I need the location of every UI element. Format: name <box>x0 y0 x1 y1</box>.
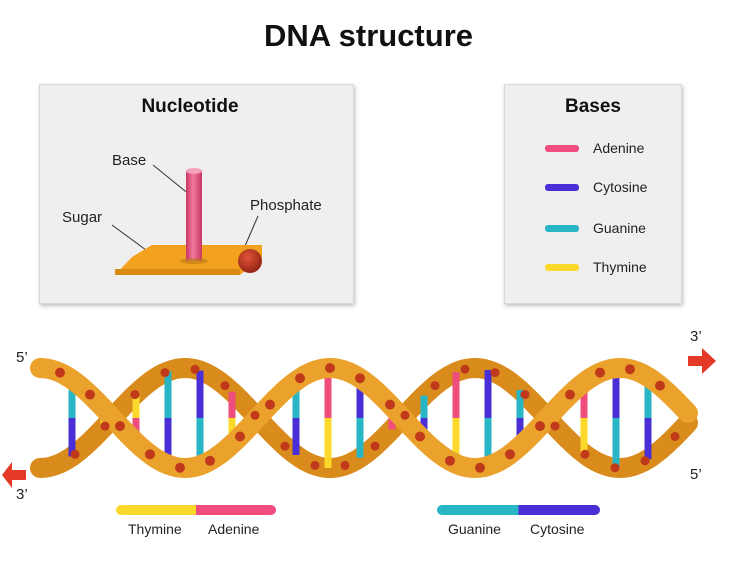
phosphate-dot <box>520 390 530 400</box>
phosphate-dot <box>280 441 290 451</box>
phosphate-dot <box>610 463 620 473</box>
phosphate-dot <box>220 381 230 391</box>
base-pointer-line <box>152 164 191 196</box>
phosphate-dot <box>460 364 470 374</box>
nucleotide-panel: Nucleotide Base Sugar Phosphate <box>39 84 354 304</box>
base-cylinder-top <box>186 168 202 174</box>
phosphate-dot <box>415 431 425 442</box>
bases-title: Bases <box>565 96 621 117</box>
phosphate-dot <box>550 421 560 431</box>
arrow-right-icon <box>688 348 716 374</box>
guanine-cytosine-bar <box>437 505 600 515</box>
pair-left-label: Thymine <box>128 521 182 537</box>
base-cylinder-shadow <box>180 258 208 264</box>
nucleotide-title: Nucleotide <box>141 96 239 117</box>
phosphate-dot <box>640 456 650 466</box>
phosphate-dot <box>340 460 350 470</box>
phosphate-dot <box>235 431 245 442</box>
base-cylinder <box>186 171 202 261</box>
phosphate-dot <box>115 421 125 432</box>
phosphate-dot <box>265 399 275 410</box>
pair-right-label: Cytosine <box>530 521 585 537</box>
nucleotide-illustration <box>111 164 262 275</box>
phosphate-dot <box>400 410 410 420</box>
phosphate-dot <box>385 399 395 410</box>
phosphate-dot <box>55 367 65 378</box>
bases-panel: Bases Adenine Cytosine Guanine Thymine <box>504 84 682 304</box>
legend-label: Thymine <box>593 259 647 275</box>
phosphate-dot <box>670 432 680 441</box>
legend-label: Guanine <box>593 220 646 236</box>
three-prime-right: 3’ <box>690 328 702 345</box>
phosphate-dot <box>595 367 605 378</box>
phosphate-label: Phosphate <box>250 197 322 214</box>
phosphate-dot <box>70 449 80 459</box>
five-prime-left: 5’ <box>16 349 28 366</box>
phosphate-dot <box>130 390 140 400</box>
phosphate-dot <box>160 368 170 378</box>
base-label: Base <box>112 152 147 169</box>
legend-label: Adenine <box>593 140 645 156</box>
thymine-swatch <box>545 264 579 271</box>
phosphate-dot <box>370 441 380 451</box>
phosphate-dot <box>535 421 545 432</box>
phosphate-dot <box>430 381 440 391</box>
adenine-swatch <box>545 145 579 152</box>
sugar-label: Sugar <box>62 209 103 226</box>
phosphate-dot <box>190 364 200 374</box>
phosphate-dot <box>325 363 335 373</box>
phosphate-dot <box>295 373 305 384</box>
pair-right-label: Adenine <box>208 521 260 537</box>
phosphate-dot <box>625 364 635 375</box>
phosphate-dot <box>505 449 515 460</box>
guanine-swatch <box>545 225 579 232</box>
phosphate-dot <box>445 455 455 466</box>
phosphate-dot <box>100 421 110 431</box>
phosphate-dot <box>580 449 590 459</box>
sugar-slab-front <box>115 269 240 275</box>
arrow-left-icon <box>2 462 26 488</box>
phosphate-dot <box>655 380 665 391</box>
page-title: DNA structure <box>264 18 473 53</box>
phosphate-ball <box>238 249 262 273</box>
phosphate-dot <box>205 455 215 466</box>
phosphate-dot <box>145 449 155 460</box>
five-prime-right: 5’ <box>690 466 702 483</box>
phosphate-dot <box>175 462 185 473</box>
phosphate-dot <box>565 389 575 400</box>
cytosine-swatch <box>545 184 579 191</box>
phosphate-dot <box>250 410 260 420</box>
phosphate-dot <box>310 460 320 470</box>
sugar-pointer-line <box>111 224 151 254</box>
backbone-strand-back <box>30 357 698 479</box>
phosphate-dot <box>355 373 365 384</box>
phosphate-dot <box>475 462 485 473</box>
pair-left-label: Guanine <box>448 521 501 537</box>
three-prime-left: 3’ <box>16 486 28 503</box>
phosphate-dot <box>490 368 500 378</box>
thymine-adenine-bar <box>116 505 276 515</box>
phosphate-dot <box>85 389 95 400</box>
legend-label: Cytosine <box>593 179 648 195</box>
